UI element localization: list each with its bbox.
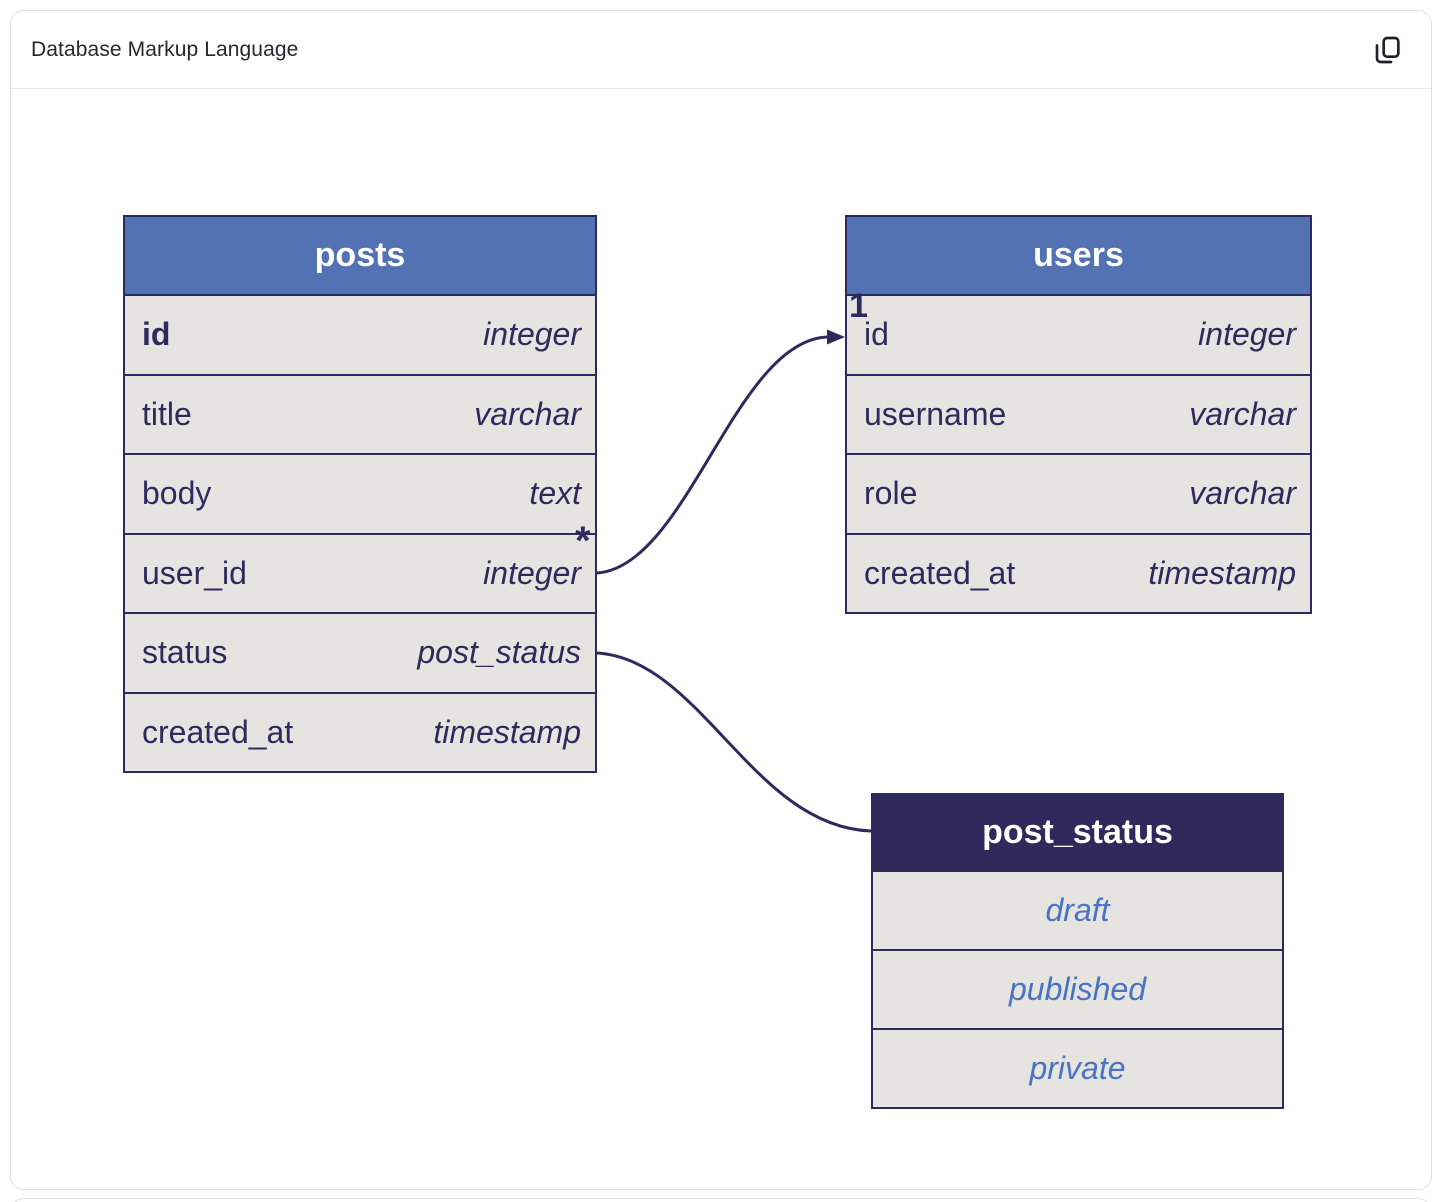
copy-icon — [1375, 36, 1400, 63]
field-type: timestamp — [1148, 554, 1296, 591]
field-type: post_status — [417, 634, 581, 671]
table-row: created_at timestamp — [847, 532, 1310, 612]
relation-line-posts-poststatus — [596, 651, 872, 833]
field-type: timestamp — [433, 713, 581, 750]
table-row: user_id integer — [125, 532, 595, 612]
er-diagram: posts id integer title varchar body text… — [11, 89, 1431, 1189]
page-title: Database Markup Language — [31, 37, 299, 61]
table-row: id integer — [125, 296, 595, 374]
table-users[interactable]: users id integer username varchar role v… — [845, 215, 1312, 614]
field-type: text — [529, 475, 581, 512]
field-type: integer — [483, 316, 581, 353]
field-name: user_id — [142, 554, 247, 591]
table-posts-header: posts — [125, 217, 595, 296]
relation-arrowhead — [827, 329, 845, 345]
table-post-status-header: post_status — [873, 795, 1282, 872]
dbml-card: Database Markup Language posts id intege… — [10, 10, 1432, 1190]
field-name: role — [864, 475, 918, 512]
field-type: varchar — [1189, 475, 1296, 512]
field-type: varchar — [474, 395, 581, 432]
field-type: varchar — [1189, 395, 1296, 432]
table-users-header: users — [847, 217, 1310, 296]
enum-value-row: private — [873, 1028, 1282, 1107]
field-type: integer — [483, 554, 581, 591]
field-name: body — [142, 475, 212, 512]
field-name: created_at — [864, 554, 1016, 591]
table-row: title varchar — [125, 373, 595, 453]
table-post-status[interactable]: post_status draft published private — [871, 793, 1284, 1109]
card-header: Database Markup Language — [11, 11, 1431, 89]
next-card-edge — [10, 1198, 1432, 1202]
relation-line-posts-users — [596, 335, 828, 575]
field-name: username — [864, 395, 1007, 432]
field-name: created_at — [142, 713, 294, 750]
copy-button[interactable] — [1365, 28, 1409, 72]
field-name: id — [864, 316, 889, 353]
field-name: title — [142, 395, 192, 432]
table-row: body text — [125, 453, 595, 533]
enum-value-row: published — [873, 949, 1282, 1028]
table-row: role varchar — [847, 453, 1310, 533]
table-row: id integer — [847, 296, 1310, 374]
field-name: status — [142, 634, 228, 671]
enum-value-row: draft — [873, 872, 1282, 949]
table-row: created_at timestamp — [125, 691, 595, 771]
table-row: status post_status — [125, 612, 595, 692]
table-posts[interactable]: posts id integer title varchar body text… — [123, 215, 597, 773]
field-name: id — [142, 316, 171, 353]
table-row: username varchar — [847, 373, 1310, 453]
field-type: integer — [1198, 316, 1296, 353]
